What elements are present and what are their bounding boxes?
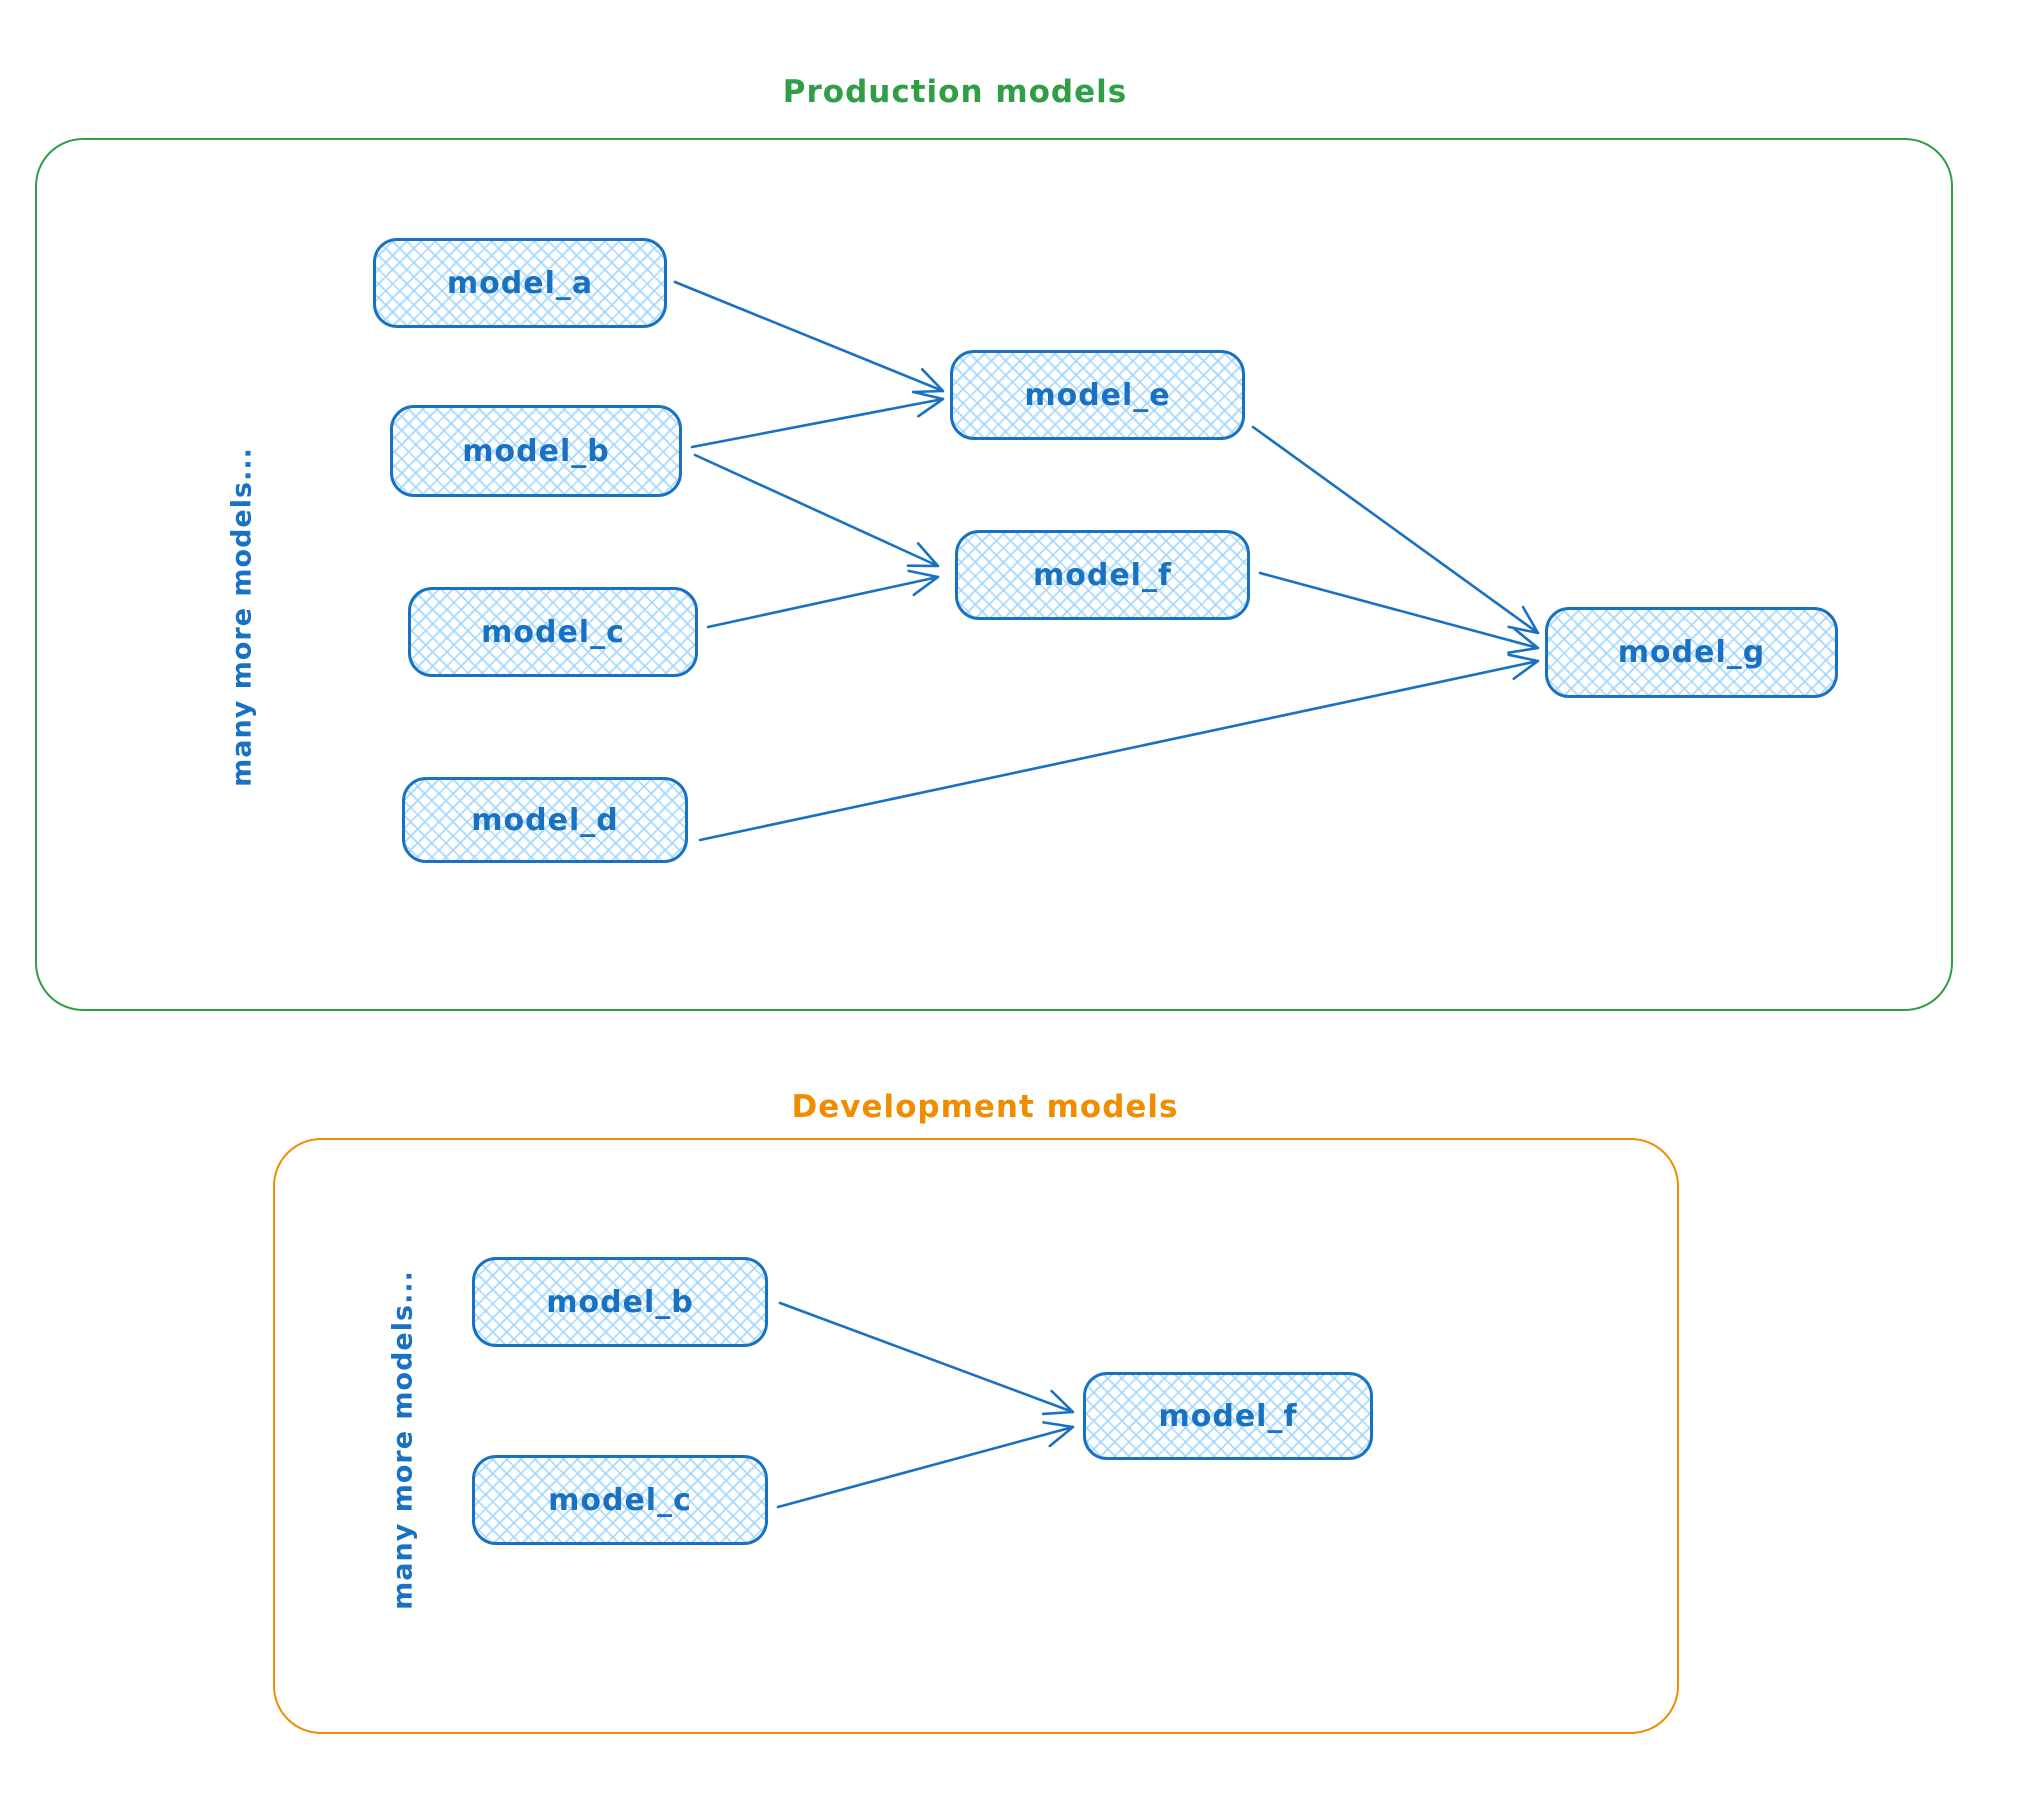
node-label: model_a	[446, 265, 594, 301]
production-title: Production models	[782, 74, 1128, 110]
node-dev_model_c: model_c	[472, 1455, 768, 1545]
production-more-models-label: many more models...	[226, 447, 258, 787]
node-dev_model_f: model_f	[1083, 1372, 1373, 1460]
development-title: Development models	[791, 1089, 1179, 1125]
development-frame	[273, 1138, 1679, 1734]
node-prod_model_e: model_e	[950, 350, 1245, 440]
node-label: model_f	[1032, 557, 1173, 593]
node-prod_model_g: model_g	[1545, 607, 1838, 698]
production-frame	[35, 138, 1953, 1011]
node-label: model_d	[471, 802, 619, 838]
development-more-models-label: many more models...	[387, 1270, 419, 1610]
node-label: model_b	[546, 1284, 694, 1320]
node-label: model_f	[1158, 1398, 1298, 1434]
node-prod_model_d: model_d	[402, 777, 688, 863]
node-dev_model_b: model_b	[472, 1257, 768, 1347]
node-label: model_c	[548, 1482, 692, 1518]
node-label: model_b	[462, 433, 610, 469]
node-prod_model_a: model_a	[373, 238, 667, 328]
node-label: model_c	[481, 614, 625, 650]
node-label: model_e	[1024, 377, 1171, 413]
node-prod_model_b: model_b	[390, 405, 682, 497]
node-label: model_g	[1617, 635, 1766, 670]
node-prod_model_c: model_c	[408, 587, 698, 677]
node-prod_model_f: model_f	[955, 530, 1250, 620]
